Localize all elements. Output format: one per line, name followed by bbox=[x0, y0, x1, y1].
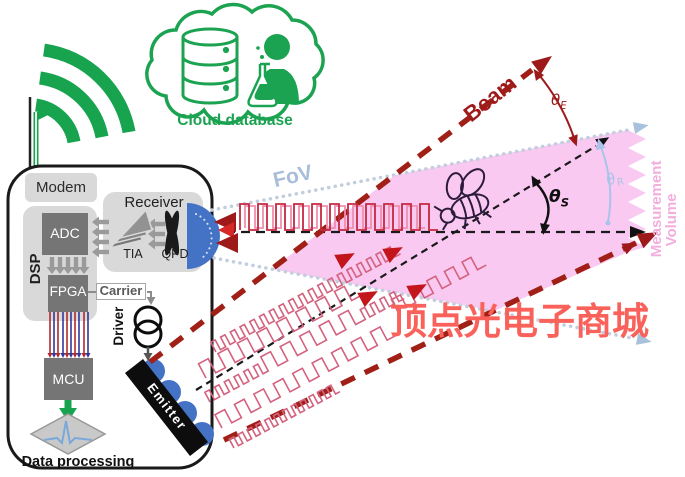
theta-s-arc bbox=[531, 175, 550, 235]
fpga-label: FPGA bbox=[49, 284, 87, 299]
dsp-label: DSP bbox=[27, 253, 45, 285]
fov-lower-line bbox=[212, 256, 634, 340]
measurement-volume-region bbox=[272, 130, 646, 311]
fpga-mcu-lines bbox=[47, 312, 91, 358]
fov-lower-arrow bbox=[635, 333, 652, 345]
propagation-arrows bbox=[334, 247, 427, 308]
emitter-bar bbox=[125, 359, 208, 456]
adc-to-fpga-arrows bbox=[46, 257, 90, 274]
wifi-icon bbox=[34, 43, 136, 144]
theta-r-arc bbox=[596, 138, 612, 226]
watermark: 顶点光电子商城 bbox=[390, 301, 649, 342]
cloud-database-icon bbox=[145, 2, 325, 125]
carrier-path bbox=[88, 291, 156, 305]
theta-symbol: θ bbox=[549, 187, 561, 207]
theta-s-label: θS bbox=[549, 187, 570, 210]
receiver-label: Receiver bbox=[124, 194, 184, 211]
beam-upper-line bbox=[148, 67, 534, 365]
qpd-icon bbox=[164, 210, 180, 256]
scientist-icon bbox=[247, 34, 299, 108]
driver-label: Driver bbox=[110, 306, 126, 346]
theta-e-arc bbox=[533, 68, 578, 147]
cloud-database-label: Cloud database bbox=[177, 112, 293, 129]
beam-lower-arrow2 bbox=[621, 242, 637, 255]
incoming-light-arrows bbox=[214, 212, 238, 253]
cloud-shape bbox=[145, 2, 325, 125]
mcu-chip bbox=[44, 358, 93, 400]
mcu-label: MCU bbox=[52, 371, 85, 387]
data-processing-label: Data processing bbox=[21, 454, 135, 470]
fov-cone bbox=[210, 128, 634, 340]
modem-label: Modem bbox=[35, 179, 87, 196]
measurement-volume-label-line2: Volume bbox=[663, 193, 681, 247]
lens-icon bbox=[187, 203, 220, 269]
receiver-axis-arrow bbox=[630, 226, 646, 238]
insect-icon bbox=[433, 168, 492, 231]
beam-upper-arrow bbox=[531, 55, 552, 75]
theta-e-label: θE bbox=[551, 91, 567, 113]
fov-upper-line bbox=[210, 128, 630, 212]
theta-subscript: S bbox=[560, 195, 570, 210]
theta-subscript: E bbox=[560, 101, 567, 112]
driver-to-emitter-arrow bbox=[143, 347, 153, 361]
tia-icon bbox=[107, 208, 153, 250]
database-icon bbox=[181, 27, 239, 105]
modem-box bbox=[25, 173, 97, 202]
beam-axis-line bbox=[195, 145, 597, 391]
adc-chip bbox=[42, 213, 88, 255]
beam-lower-arrow bbox=[636, 232, 658, 249]
qpd-label: QPD bbox=[161, 247, 189, 261]
beam-cone bbox=[148, 67, 638, 443]
theta-symbol: θ bbox=[551, 91, 561, 109]
fov-upper-arrow bbox=[632, 122, 649, 134]
fpga-chip bbox=[48, 275, 88, 312]
adc-label: ADC bbox=[50, 225, 80, 241]
emitted-waveforms bbox=[197, 245, 487, 449]
signal-plot-icon bbox=[43, 420, 93, 446]
received-waveform bbox=[239, 203, 438, 231]
lens-dotted-arc bbox=[195, 213, 213, 259]
tia-label: TIA bbox=[123, 247, 143, 261]
carrier-label: Carrier bbox=[96, 283, 146, 300]
